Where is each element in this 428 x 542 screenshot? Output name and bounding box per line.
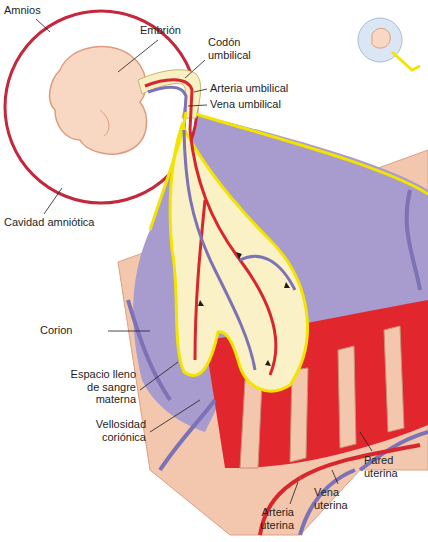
chorion-line [150,112,186,230]
part-label: Pared uterina [364,454,414,479]
part-label: Vena umbilical [210,98,281,111]
chorionic-villus [170,125,307,391]
chorion-line [196,114,428,194]
embryo [50,47,147,155]
thumbnail [358,18,420,70]
part-label: Vellosidad coriónica [76,418,146,443]
part-label: Embrión [140,24,181,37]
part-label: Espacio lleno de sangre materna [58,368,136,406]
cord-vein [148,87,186,130]
part-label: Cavidad amniótica [4,216,95,229]
part-label: Codón umbilical [208,36,268,61]
embryo-detail [100,110,109,136]
leader-lines [36,19,372,504]
villus-vessels [184,130,295,375]
flow-arrows [198,252,290,366]
part-label: Vena uterina [314,486,364,511]
part-label: Amnios [4,4,41,17]
part-label: Arteria uterina [244,506,294,531]
part-label: Arteria umbilical [210,82,288,95]
part-label: Corion [40,324,72,337]
